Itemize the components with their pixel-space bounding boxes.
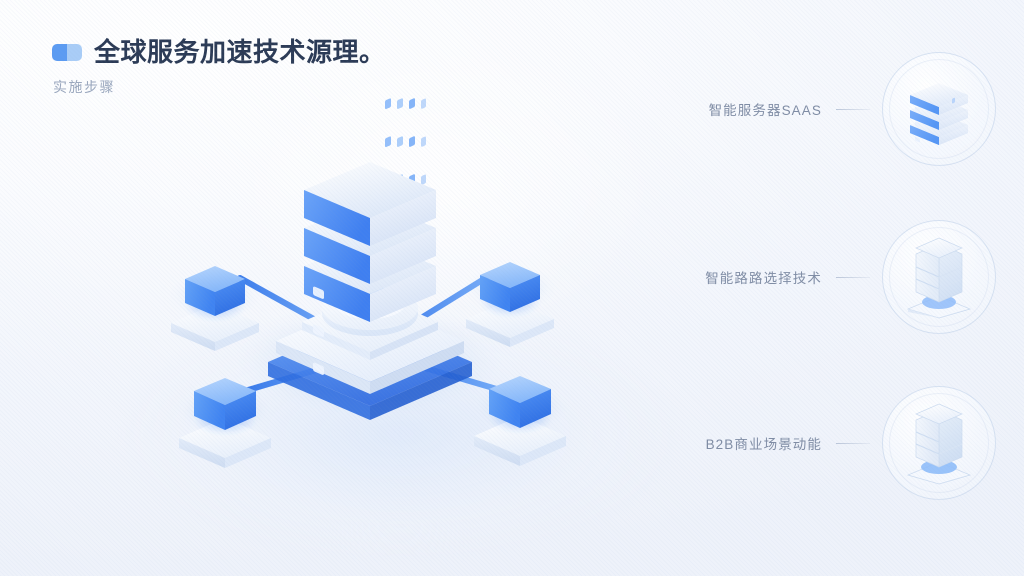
feature-item-2[interactable]: B2B商业场景动能 (706, 380, 996, 506)
accent-block-dark (52, 43, 67, 61)
feature-list: 智能服务器SAAS (666, 46, 996, 536)
blue-cube-node (185, 266, 245, 316)
feature-connector-0 (836, 108, 870, 110)
network-node-top-left (171, 266, 259, 351)
network-node-top-right (466, 262, 554, 347)
feature-label-2: B2B商业场景动能 (705, 437, 822, 452)
network-node-bottom-left (179, 378, 271, 468)
feature-circle-2[interactable] (882, 386, 996, 500)
isometric-network-illustration (120, 60, 640, 520)
feature-item-1[interactable]: 智能路路选择技术 (705, 214, 996, 340)
blue-cube-node (489, 376, 551, 428)
feature-label-1: 智能路路选择技术 (705, 271, 822, 286)
feature-circle-1[interactable] (882, 220, 996, 334)
server-tower-white-icon (900, 236, 978, 319)
feature-connector-2 (836, 442, 870, 444)
slide-header: 全球服务加速技术源理。 实施步骤 (52, 38, 386, 97)
accent-block-light (67, 43, 82, 61)
title-row: 全球服务加速技术源理。 (52, 38, 386, 67)
top-glow (230, 30, 650, 330)
accent-marker-icon (52, 43, 82, 61)
blue-cube-node (194, 378, 256, 430)
network-node-bottom-right (474, 376, 566, 466)
feature-label-0: 智能服务器SAAS (708, 103, 822, 118)
server-stack-blue-icon (902, 71, 976, 147)
page-subtitle: 实施步骤 (53, 78, 115, 95)
feature-connector-1 (836, 276, 870, 278)
blue-cube-node (480, 262, 540, 312)
page-title: 全球服务加速技术源理。 (94, 37, 386, 67)
server-stack-blue-icon (304, 98, 436, 375)
feature-item-0[interactable]: 智能服务器SAAS (709, 46, 996, 172)
feature-circle-0[interactable] (882, 52, 996, 166)
server-tower-light-icon (900, 402, 978, 485)
server-unit-top (304, 98, 436, 299)
